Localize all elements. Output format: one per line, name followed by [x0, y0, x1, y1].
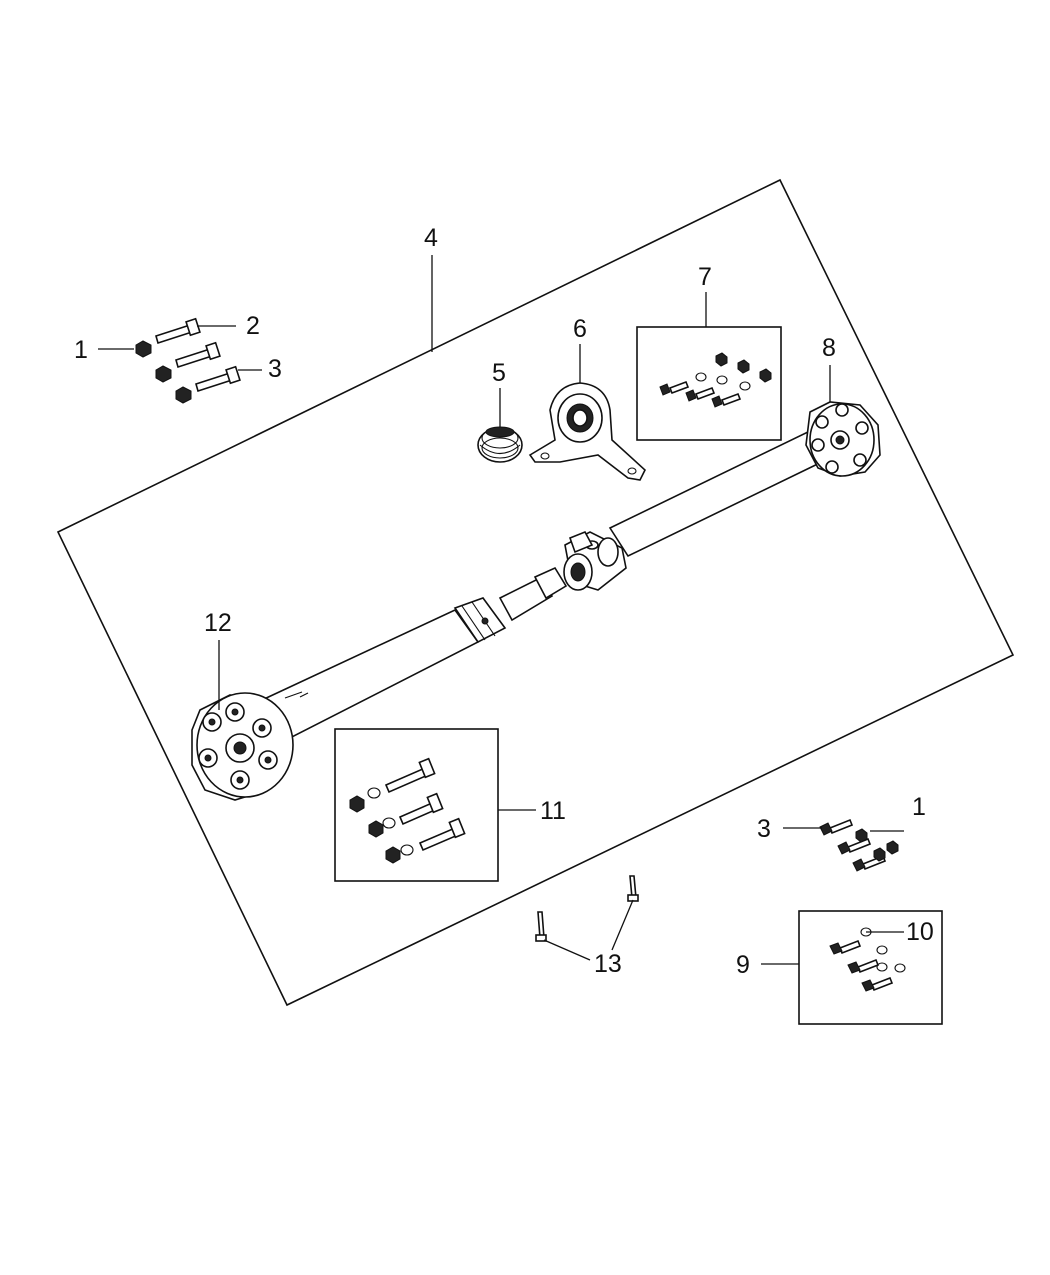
callout-2: 2: [246, 312, 260, 340]
callout-labels: 1 2 3 4 5 6 7 8 12 11 3 1 10 9 13: [74, 224, 934, 979]
callout-13: 13: [594, 950, 622, 978]
callout-8: 8: [822, 334, 836, 362]
kit-box-9: [798, 910, 943, 1025]
callout-1-lower: 1: [912, 793, 926, 821]
callout-3-lower: 3: [757, 815, 771, 843]
drive-shaft: [260, 428, 832, 742]
kit-box-11: [334, 728, 499, 882]
fasteners-bottom-right: [819, 818, 899, 872]
callout-9: 9: [736, 951, 750, 979]
leader-lines: [98, 255, 904, 965]
callout-11: 11: [540, 797, 566, 825]
callout-7: 7: [698, 263, 712, 291]
assembly-frame: [56, 178, 1015, 1007]
callout-6: 6: [573, 315, 587, 343]
callout-5: 5: [492, 359, 506, 387]
callout-1: 1: [74, 336, 88, 364]
isolator-part: [477, 426, 523, 463]
callout-4: 4: [424, 224, 438, 252]
callout-10: 10: [906, 918, 934, 946]
callout-12: 12: [204, 609, 232, 637]
callout-3: 3: [268, 355, 282, 383]
rear-flex-coupling: [191, 692, 294, 801]
center-bearing-on-shaft: [563, 530, 627, 591]
center-bearing-support: [528, 382, 646, 481]
bolts-13: [535, 875, 639, 942]
kit-box-7: [636, 326, 782, 441]
front-flex-coupling: [805, 401, 881, 477]
fasteners-top-left: [135, 317, 241, 404]
